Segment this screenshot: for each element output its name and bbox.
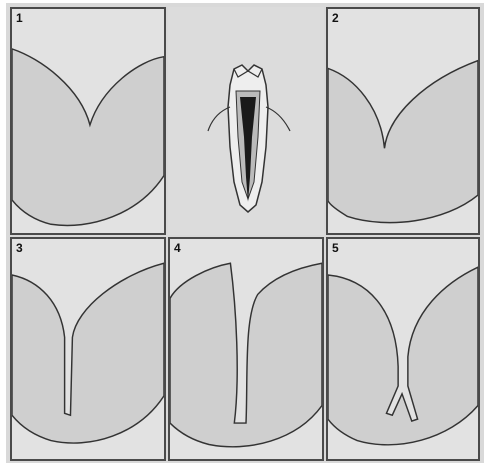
panel-2-drawing — [328, 9, 478, 233]
panel-4-bell-shape — [170, 263, 322, 447]
tooth-illustration — [168, 7, 324, 235]
panel-4: 4 — [168, 237, 324, 461]
panel-5-bell-shape — [328, 267, 478, 445]
panel-4-drawing — [170, 239, 322, 459]
panel-5-drawing — [328, 239, 478, 459]
panel-1: 1 — [10, 7, 166, 235]
panel-3-label: 3 — [16, 241, 23, 255]
panel-3-bell-shape — [12, 263, 164, 443]
tooth-right-projection — [266, 107, 290, 131]
panel-1-label: 1 — [16, 11, 23, 25]
tooth-illustration-panel — [168, 7, 324, 235]
panel-5-label: 5 — [332, 241, 339, 255]
panel-4-label: 4 — [174, 241, 181, 255]
panel-1-drawing — [12, 9, 164, 233]
panel-5: 5 — [326, 237, 480, 461]
panel-2: 2 — [326, 7, 480, 235]
panel-1-bell-shape — [12, 49, 164, 226]
figure: 1 2 3 4 — [6, 3, 484, 463]
panel-2-bell-shape — [328, 61, 478, 223]
panel-3-drawing — [12, 239, 164, 459]
panel-2-label: 2 — [332, 11, 339, 25]
panel-3: 3 — [10, 237, 166, 461]
tooth-left-projection — [208, 107, 230, 131]
